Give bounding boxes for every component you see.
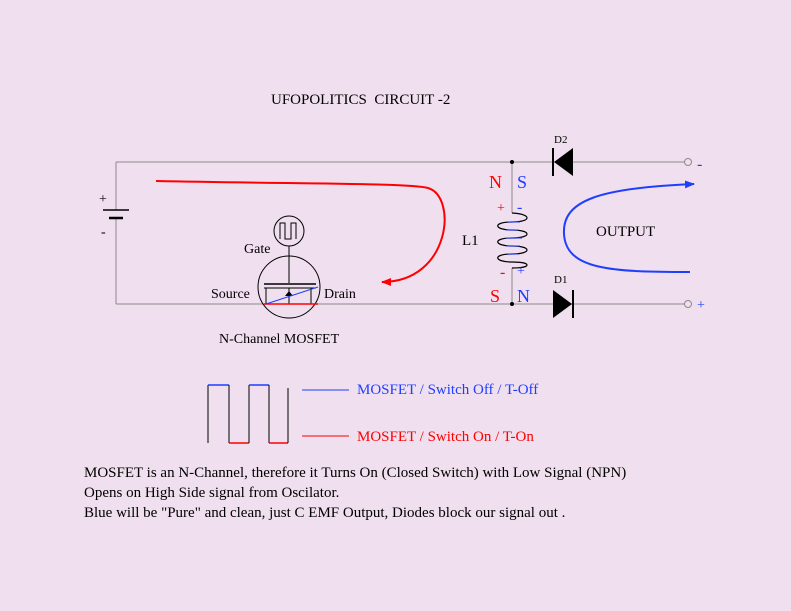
output-terminal-plus [684, 300, 692, 308]
coil-l1 [497, 212, 528, 269]
coil-top-right-pole: S [517, 172, 527, 192]
note-line: MOSFET is an N-Channel, therefore it Tur… [84, 465, 627, 481]
output-label: OUTPUT [596, 224, 655, 240]
mosfet-symbol [257, 255, 321, 319]
mosfet-caption: N-Channel MOSFET [219, 332, 340, 347]
coil-label: L1 [462, 233, 479, 249]
junction-top [510, 160, 514, 164]
output-minus-label: - [697, 156, 702, 173]
diode-d1-label: D1 [554, 274, 567, 286]
diode-d2 [552, 148, 573, 176]
coil-bottom-left-pole: S [490, 286, 500, 306]
coil-bottom-plus: + [517, 264, 525, 279]
drain-label: Drain [324, 287, 356, 302]
diode-d2-label: D2 [554, 134, 567, 146]
output-plus-label: + [697, 298, 705, 313]
pulse-waveform [207, 384, 289, 444]
note-line: Blue will be "Pure" and clean, just C EM… [84, 505, 566, 521]
explanation-notes: MOSFET is an N-Channel, therefore it Tur… [84, 463, 784, 523]
coil-bottom-right-pole: N [517, 286, 530, 306]
coil-top-minus: - [517, 199, 522, 216]
diode-d1 [553, 290, 574, 318]
battery-minus-label: - [101, 225, 106, 240]
source-label: Source [211, 287, 250, 302]
gate-label: Gate [244, 242, 270, 257]
legend-on-text: MOSFET / Switch On / T-On [357, 429, 534, 445]
coil-bottom-minus: - [500, 264, 505, 281]
battery-plus-label: + [99, 192, 107, 207]
oscillator-icon [273, 215, 305, 283]
junction-bottom [510, 302, 514, 306]
note-line: Opens on High Side signal from Oscilator… [84, 485, 340, 501]
coil-top-left-pole: N [489, 172, 502, 192]
coil-top-plus: + [497, 201, 505, 216]
battery-symbol [103, 209, 129, 220]
output-terminal-minus [684, 158, 692, 166]
current-path-red [155, 180, 446, 286]
current-path-blue [562, 180, 695, 273]
page-title: UFOPOLITICS CIRCUIT -2 [271, 92, 450, 108]
legend-off-text: MOSFET / Switch Off / T-Off [357, 382, 538, 398]
